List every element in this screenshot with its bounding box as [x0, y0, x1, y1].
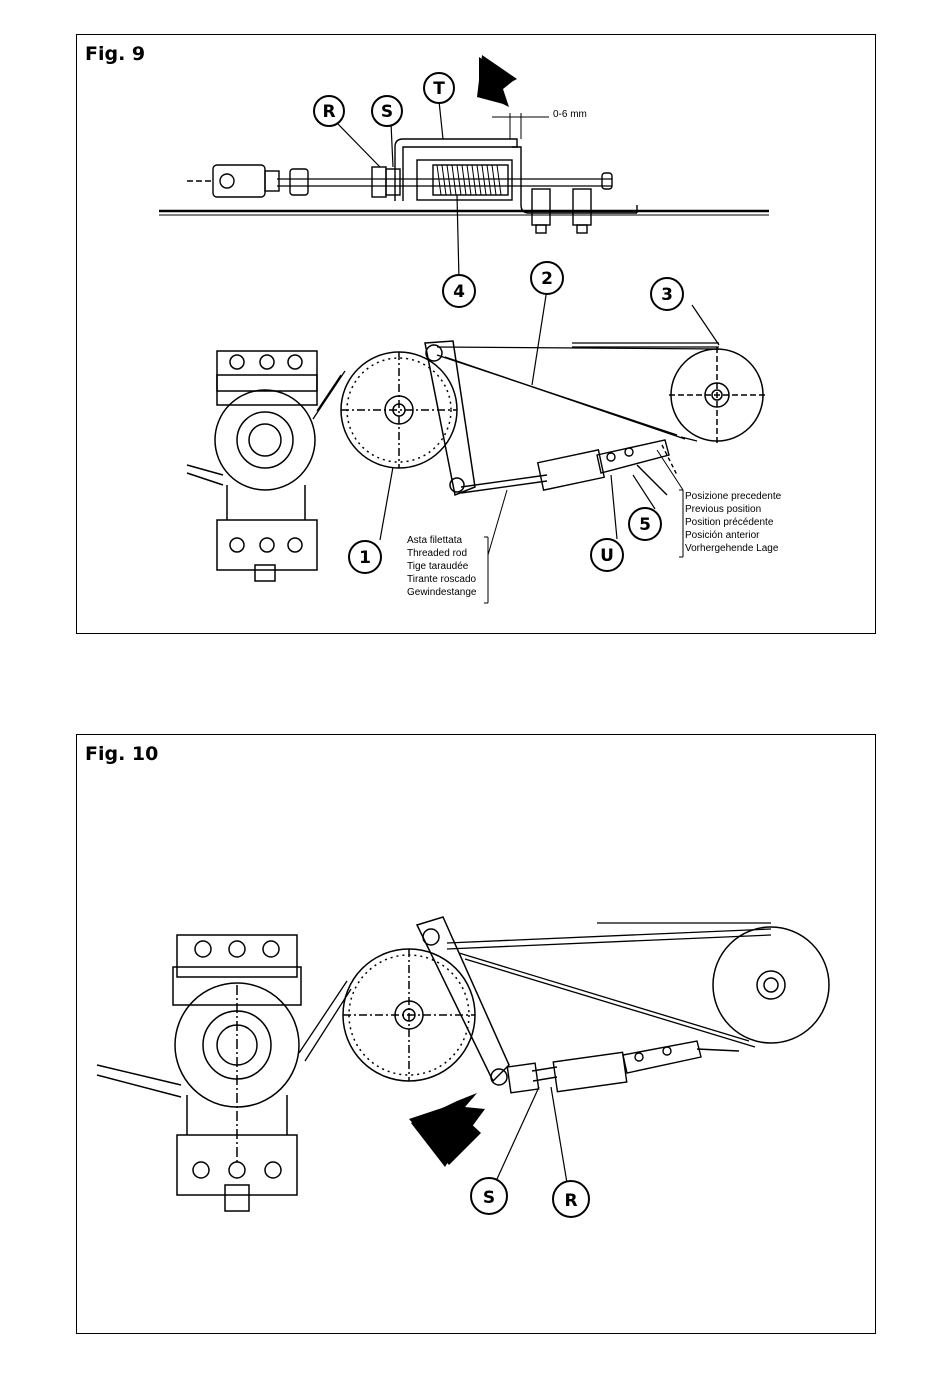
hex-nut-left	[290, 169, 308, 195]
position-label-line-4: Posición anterior	[685, 530, 760, 541]
bolt-2	[573, 189, 591, 225]
callout-s: S	[483, 1188, 495, 1208]
cylinder-5	[538, 450, 604, 490]
fork-end	[213, 165, 265, 197]
position-label-line-3: Position précédente	[685, 517, 774, 528]
rod-label-line-1: Asta filettata	[407, 535, 462, 546]
belt-upper	[447, 929, 771, 943]
figure-9-panel: Fig. 9	[76, 34, 876, 634]
callout-1: 1	[359, 548, 371, 568]
callout-t: T	[433, 79, 445, 99]
callout-5: 5	[639, 515, 651, 535]
position-label-line-1: Posizione precedente	[685, 491, 782, 502]
figure-10-panel: Fig. 10	[76, 734, 876, 1334]
spring-coils	[437, 165, 501, 195]
callout-r: R	[322, 102, 335, 122]
callout-2: 2	[541, 269, 553, 289]
tensioner-arm	[417, 917, 509, 1081]
mounting-plate	[512, 147, 637, 213]
nut-r	[372, 167, 386, 197]
callout-r: R	[564, 1191, 577, 1211]
position-label-line-2: Previous position	[685, 504, 761, 515]
rod-label-line-4: Tirante roscado	[407, 574, 477, 585]
nut-s	[386, 169, 400, 195]
figure-10-drawing: S R	[77, 735, 877, 1335]
bolt-1	[532, 189, 550, 225]
position-label-line-5: Vorhergehende Lage	[685, 543, 779, 554]
cylinder	[553, 1052, 626, 1091]
callout-4: 4	[453, 282, 465, 302]
rod-label-line-3: Tige taraudée	[407, 561, 469, 572]
gap-label: 0-6 mm	[553, 109, 587, 120]
callout-u: U	[600, 546, 614, 566]
pulley-3	[713, 927, 829, 1043]
rod-label-line-5: Gewindestange	[407, 587, 477, 598]
figure-9-drawing: 0-6 mm	[77, 35, 877, 635]
rod-label-line-2: Threaded rod	[407, 548, 467, 559]
callout-s: S	[381, 102, 393, 122]
callout-3: 3	[661, 285, 673, 305]
adjuster-nut	[507, 1063, 538, 1093]
